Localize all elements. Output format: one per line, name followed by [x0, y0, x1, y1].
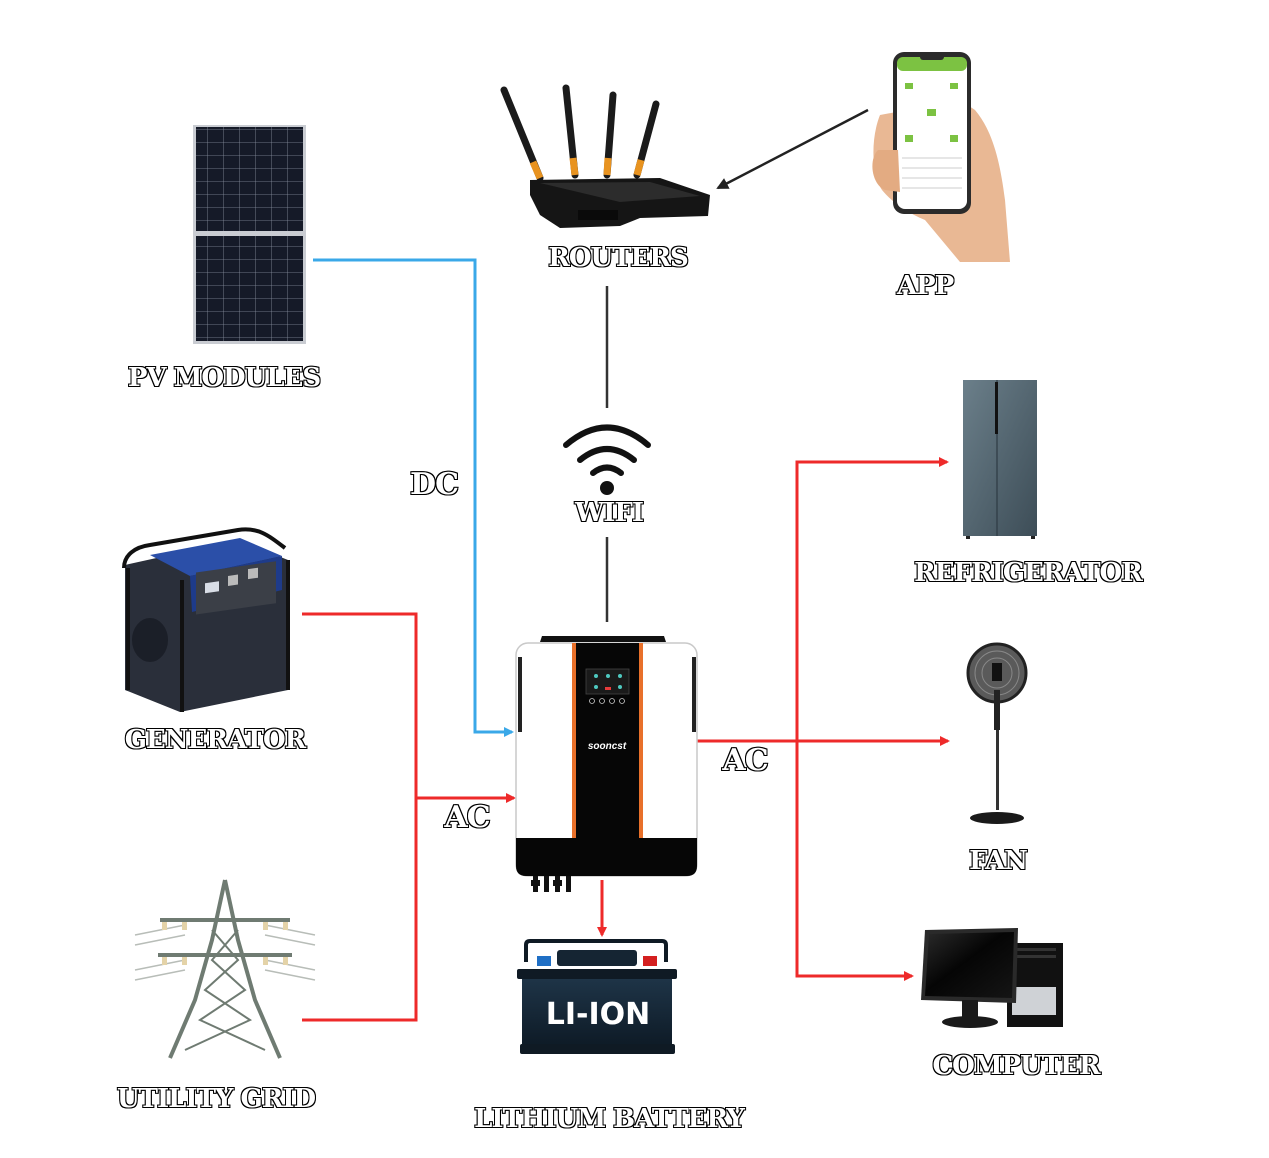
router-icon: [500, 84, 710, 228]
computer-label: COMPUTER: [931, 1051, 1101, 1081]
solar-panel-icon: [193, 125, 306, 344]
routers-label: ROUTERS: [547, 243, 689, 273]
ac-input-label: AC: [443, 800, 491, 835]
smartphone-app-icon: [872, 52, 1010, 262]
app-to-router-arrow: [716, 108, 869, 190]
ac-line-to-refrigerator: [795, 457, 949, 975]
inverter-brand-logo: sooncst: [588, 741, 627, 752]
refrigerator-label: REFRIGERATOR: [913, 558, 1144, 588]
battery-badge: LI-ION: [546, 997, 651, 1032]
generator-icon: [122, 527, 290, 712]
power-tower-icon: [134, 879, 316, 1059]
ac-output-label: AC: [721, 743, 769, 778]
fan-icon: [966, 642, 1028, 824]
ac-line-generator: [302, 612, 418, 1022]
wifi-label: WIFI: [574, 498, 645, 528]
battery-icon: [517, 939, 677, 1054]
generator-label: GENERATOR: [124, 725, 308, 755]
ac-line-to-computer: [795, 740, 914, 981]
lithium-battery-label: LITHIUM BATTERY: [473, 1104, 746, 1134]
dc-connection-label: DC: [409, 467, 460, 502]
wifi-icon: [563, 424, 651, 495]
inverter-icon: [515, 636, 698, 892]
app-label: APP: [896, 271, 955, 301]
fan-label: FAN: [968, 846, 1029, 876]
computer-icon: [921, 928, 1063, 1028]
utility-grid-label: UTILITY GRID: [116, 1084, 317, 1114]
pv-modules-label: PV MODULES: [127, 363, 322, 393]
refrigerator-icon: [963, 380, 1037, 539]
dc-line-pv-to-inverter: [313, 258, 514, 737]
